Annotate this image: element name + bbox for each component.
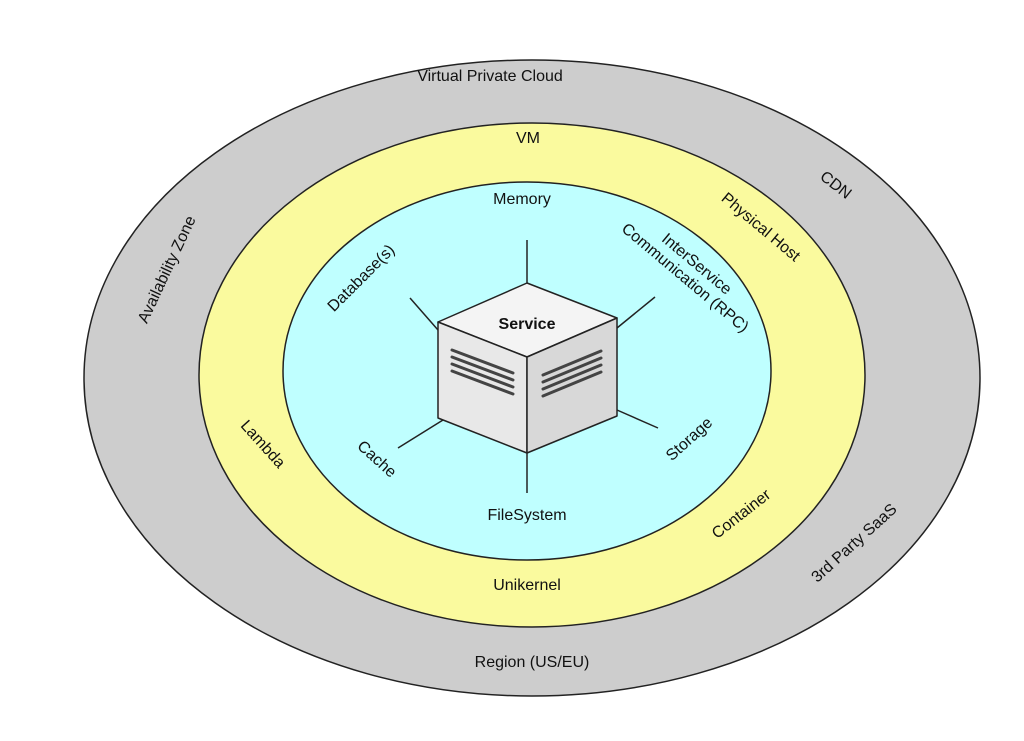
cube-left-vents bbox=[450, 348, 515, 396]
cube-right-vents bbox=[541, 349, 603, 398]
label-region: Region (US/EU) bbox=[474, 653, 590, 671]
label-memory: Memory bbox=[493, 190, 551, 208]
label-vm: VM bbox=[516, 129, 540, 147]
connector-lines bbox=[397, 240, 659, 493]
label-filesystem: FileSystem bbox=[487, 506, 567, 524]
label-unikernel: Unikernel bbox=[493, 576, 561, 594]
service-title: Service bbox=[498, 315, 556, 333]
server-cube-icon bbox=[437, 282, 618, 454]
connector-rpc bbox=[616, 296, 656, 329]
connector-cache bbox=[397, 419, 444, 449]
label-virtual-private-cloud: Virtual Private Cloud bbox=[417, 67, 563, 85]
connector-storage bbox=[616, 409, 659, 429]
connector-database bbox=[409, 297, 439, 331]
